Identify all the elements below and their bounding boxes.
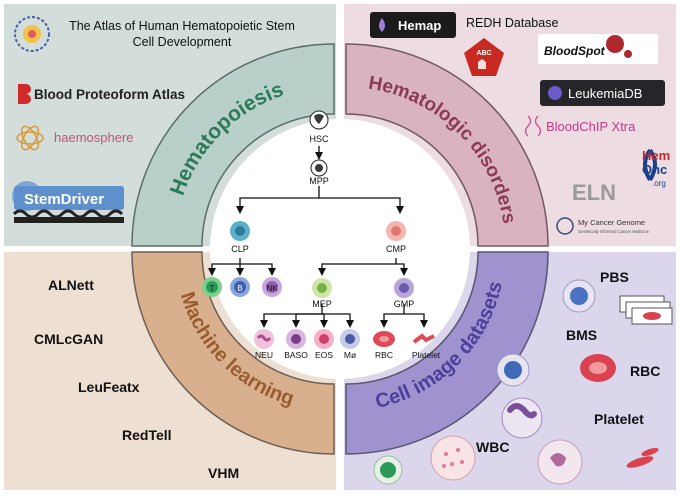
redh-database: REDH Database xyxy=(466,16,558,30)
platelet-cells-icon xyxy=(626,448,659,468)
hierarchy-arrows xyxy=(208,146,428,328)
blood-proteoform-atlas: Blood Proteoform Atlas xyxy=(34,87,185,102)
gmp-label: GMP xyxy=(394,299,415,309)
abc-pentagon-icon xyxy=(464,38,504,76)
stem-cell-atlas-logo-icon xyxy=(14,16,50,52)
ml-item-alnett: ALNett xyxy=(48,277,94,293)
leukemiadb: LeukemiaDB xyxy=(568,86,642,101)
rbc-cell-node xyxy=(373,331,395,347)
b-label: B xyxy=(237,284,242,293)
wbc-lymphocyte-icon xyxy=(373,455,403,485)
rbc-cell-icon xyxy=(580,354,616,382)
blood-drop-icon xyxy=(379,18,385,32)
b-cell-node xyxy=(230,277,250,297)
dataset-wbc: WBC xyxy=(476,439,509,455)
dataset-platelet: Platelet xyxy=(594,411,644,427)
hemap: Hemap xyxy=(398,18,441,33)
cmp-node xyxy=(386,221,406,241)
neu-cell-node xyxy=(254,329,274,349)
bms-cell-icon xyxy=(496,353,530,387)
ml-arc xyxy=(131,251,335,455)
bloodspot: BloodSpot xyxy=(544,44,606,58)
hemonc-org: .org xyxy=(652,179,666,188)
nk-label: NK xyxy=(266,284,278,293)
ml-item-vhm: VHM xyxy=(208,465,239,481)
bloodspot-box xyxy=(538,34,658,64)
my-cancer-genome-tagline: Genetically Informed Cancer Medicine xyxy=(578,229,650,234)
hemonc-hem: Hem xyxy=(642,148,670,163)
hemap-badge xyxy=(370,12,456,38)
macrophage-cell-node xyxy=(340,329,360,349)
leukemiadb-logo-icon xyxy=(548,86,562,100)
gmp-node xyxy=(394,278,414,298)
platelet-label: Platelet xyxy=(412,350,441,360)
clp-label: CLP xyxy=(231,244,249,254)
clp-node xyxy=(230,221,250,241)
platelet-cell-node xyxy=(412,333,435,344)
dna-icon xyxy=(524,115,542,137)
mpp-label: MPP xyxy=(309,176,329,186)
baso-cell-node xyxy=(286,329,306,349)
hierarchy-disk xyxy=(210,119,470,379)
blood-proteoform-logo xyxy=(18,84,31,104)
rbc-label: RBC xyxy=(375,350,393,360)
wbc-eosinophil-icon xyxy=(430,435,476,481)
my-cancer-genome: My Cancer Genome xyxy=(578,218,645,227)
nk-cell-node xyxy=(262,277,282,297)
hsc-label: HSC xyxy=(309,134,329,144)
ml-item-leufeatx: LeuFeatx xyxy=(78,379,140,395)
t-cell-node xyxy=(202,277,222,297)
imaging-arc xyxy=(345,251,549,455)
bloodspot-splatter xyxy=(606,35,624,53)
eln-logo: ELN xyxy=(572,180,616,205)
stemdriver-base xyxy=(14,217,124,223)
ml-item-redtell: RedTell xyxy=(122,427,172,443)
leukemiadb-badge xyxy=(540,80,665,106)
dataset-rbc: RBC xyxy=(630,363,660,379)
haemosphere-logo-icon xyxy=(16,125,44,151)
dataset-bms: BMS xyxy=(566,327,597,343)
haemosphere: haemosphere xyxy=(54,130,134,145)
mpp-node xyxy=(310,159,328,177)
mo-label: Mø xyxy=(344,350,356,360)
wbc-granulocyte-icon xyxy=(501,397,543,439)
ml-item-cmlcgan: CMLcGAN xyxy=(34,331,103,347)
hematopoiesis-arc xyxy=(131,43,335,247)
eos-cell-node xyxy=(314,329,334,349)
stemdriver: StemDriver xyxy=(24,191,104,208)
ribbon-icon xyxy=(643,148,657,182)
pbs-cell-icon xyxy=(562,279,596,313)
t-label: T xyxy=(210,284,215,293)
abc-label: ABC xyxy=(476,50,491,57)
hsc-node xyxy=(309,110,329,130)
dataset-pbs: PBS xyxy=(600,269,629,285)
abc-figure xyxy=(478,59,486,69)
disorders-arc xyxy=(345,43,549,247)
hemonc-onc: Onc xyxy=(642,162,667,177)
slide-stack-icon xyxy=(619,295,673,325)
wbc-monocyte-icon xyxy=(537,439,583,485)
mep-node xyxy=(312,278,332,298)
cmp-label: CMP xyxy=(386,244,406,254)
atlas-title-line2: Cell Development xyxy=(133,35,232,49)
stemdriver-banner xyxy=(14,186,124,210)
bloodchip-xtra: BloodChIP Xtra xyxy=(546,119,636,134)
neu-label: NEU xyxy=(255,350,273,360)
atlas-title-line1: The Atlas of Human Hematopoietic Stem xyxy=(69,19,295,33)
baso-label: BASO xyxy=(284,350,308,360)
mep-label: MEP xyxy=(312,299,332,309)
eos-label: EOS xyxy=(315,350,333,360)
globe-icon xyxy=(556,217,574,235)
